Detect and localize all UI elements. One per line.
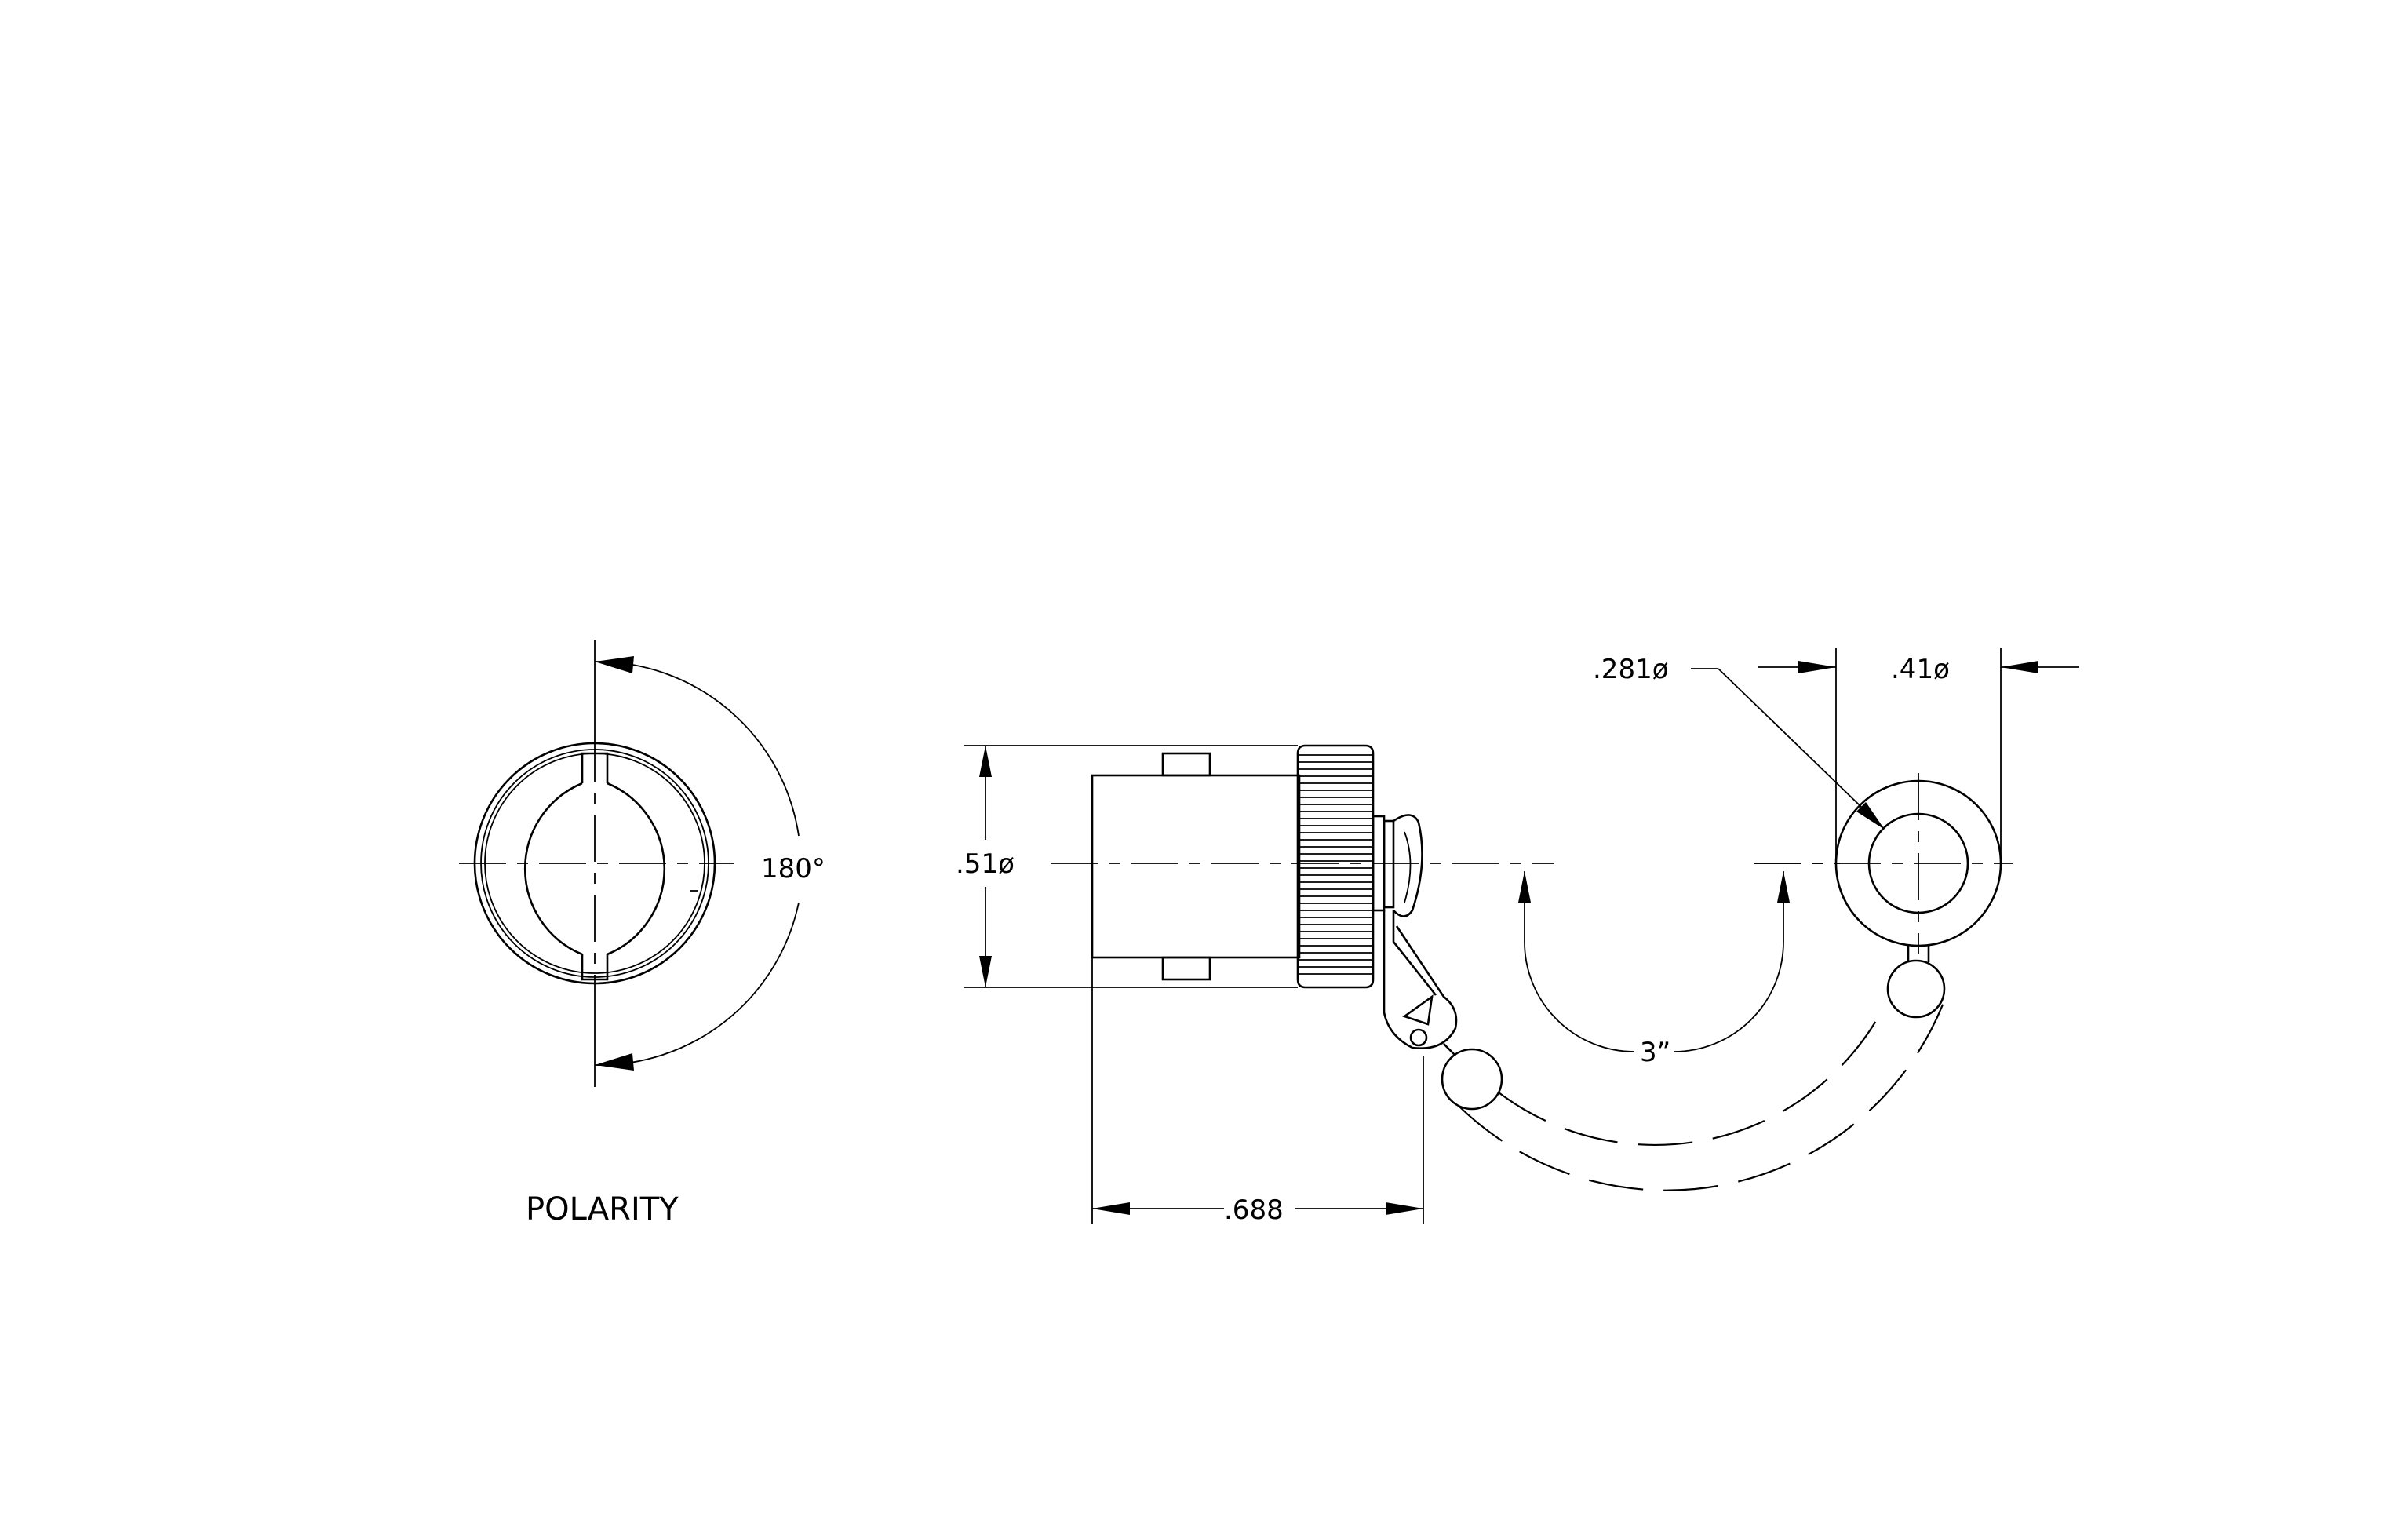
arrow-head	[1386, 1202, 1423, 1215]
angle-arc-top	[594, 661, 800, 837]
chain-path-outer	[1459, 1000, 1946, 1191]
arrow-head	[1798, 661, 1836, 673]
arrow-head	[1092, 1202, 1130, 1215]
side-view: .51ø .688	[956, 744, 1554, 1226]
arrow-head	[2001, 661, 2038, 673]
polarity-label: POLARITY	[526, 1191, 679, 1227]
diameter-hole-label: .281ø	[1593, 654, 1669, 685]
chain-path-inner	[1498, 1008, 1884, 1147]
diameter-ring-label: .41ø	[1891, 654, 1950, 685]
arrow-head	[1777, 871, 1790, 903]
arrow-head	[1518, 871, 1531, 903]
arrow-head	[595, 656, 634, 673]
connector-body	[1091, 774, 1301, 959]
angle-label: 180°	[761, 853, 825, 885]
chain-bead	[1886, 959, 1946, 1019]
polarity-end-view: 180° POLARITY	[459, 640, 825, 1227]
knurled-nut	[1296, 744, 1375, 989]
arrow-head	[979, 746, 992, 777]
key-top	[1161, 752, 1211, 777]
chain-bead	[1441, 1048, 1503, 1111]
angle-arc-bottom	[594, 902, 800, 1066]
chain-length-label: 3”	[1640, 1037, 1670, 1068]
lanyard-ring-view: .41ø .281ø	[1593, 648, 2079, 962]
arrow-head	[595, 1053, 634, 1071]
bead-chain: 3”	[1459, 863, 1946, 1191]
diameter-body-label: .51ø	[956, 848, 1015, 880]
chain-dim-arc-left	[1524, 941, 1635, 1052]
arrow-head	[979, 956, 992, 987]
arrow-head	[1856, 802, 1885, 830]
length-label: .688	[1224, 1195, 1284, 1226]
key-bottom	[1161, 956, 1211, 981]
chain-dim-arc-right	[1673, 941, 1784, 1052]
